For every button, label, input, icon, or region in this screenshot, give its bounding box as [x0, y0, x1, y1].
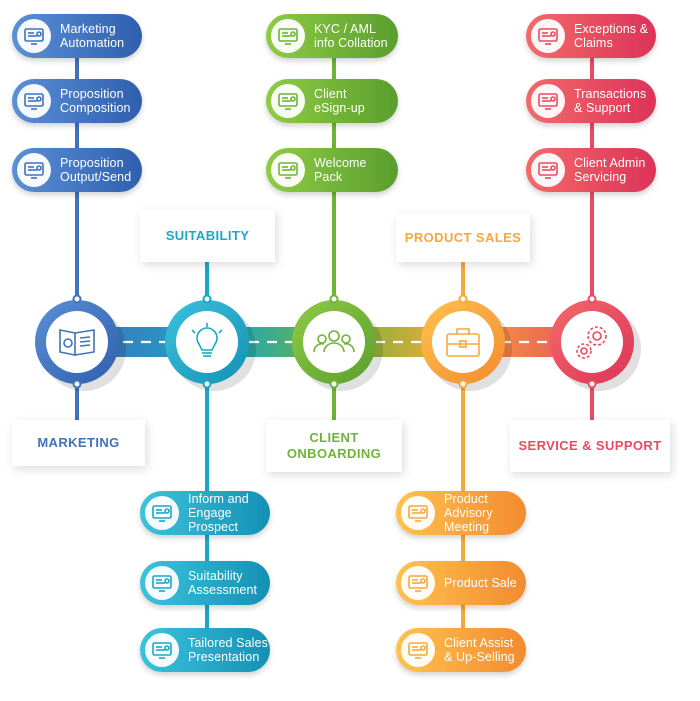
pill-label-line: Marketing [60, 22, 116, 36]
pill-label-line: Automation [60, 36, 125, 50]
pill-product-1: Product Sale [396, 561, 526, 605]
stage-circle-marketing [35, 294, 126, 391]
pill-label-line: Inform and [188, 492, 249, 506]
assist-hand-icon [401, 633, 435, 667]
pill-label-line: Claims [574, 36, 613, 50]
pill-label-line: eSign-up [314, 101, 365, 115]
stage-circle-onboarding [292, 294, 383, 391]
pill-label-line: Transactions [574, 87, 647, 101]
briefcase-icon [446, 328, 480, 357]
heading-service-support: SERVICE & SUPPORT [510, 420, 670, 472]
people-chat-icon [145, 496, 179, 530]
pill-label-line: Engage Prospect [188, 506, 239, 534]
pill-label-line: Output/Send [60, 170, 132, 184]
pill-label-line: Client [314, 87, 347, 101]
stage-circle-service [550, 294, 641, 391]
lightbulb-icon [191, 323, 223, 357]
pill-label-line: Composition [60, 101, 131, 115]
monitor-send-icon [17, 153, 51, 187]
heading-suitability: SUITABILITY [140, 210, 275, 262]
pill-label-line: Exceptions & [574, 22, 649, 36]
user-settings-icon [531, 19, 565, 53]
pill-label-line: Presentation [188, 650, 260, 664]
pill-label: Transactions& Support [574, 87, 646, 115]
pill-label-line: Tailored Sales [188, 636, 268, 650]
shield-sync-icon [531, 84, 565, 118]
checklist-search-icon [145, 566, 179, 600]
pill-label-line: Suitability [188, 569, 243, 583]
pill-label: Product Sale [444, 576, 517, 590]
stage-circle-product [421, 294, 512, 391]
pill-label-line: Proposition [60, 156, 124, 170]
pill-label-line: Client Assist [444, 636, 514, 650]
stage-circle-suitability [165, 294, 256, 391]
id-card-icon [271, 19, 305, 53]
pill-label: Client Assist& Up-Selling [444, 636, 515, 664]
pill-label-line: KYC / AML [314, 22, 377, 36]
user-add-icon [271, 84, 305, 118]
group-icon [313, 330, 355, 353]
pill-label-line: Assessment [188, 583, 258, 597]
pill-label-line: Product Sale [444, 576, 517, 590]
monitor-document-icon [17, 84, 51, 118]
pill-label-line: Welcome [314, 156, 367, 170]
heading-product-sales: PRODUCT SALES [396, 214, 530, 262]
monitor-chart-icon [17, 19, 51, 53]
brochure-icon [59, 329, 95, 356]
handshake-icon [401, 566, 435, 600]
user-group-gear-icon [531, 153, 565, 187]
pill-label-line: Proposition [60, 87, 124, 101]
pill-label-line: Servicing [574, 170, 627, 184]
pill-label-line: Pack [314, 170, 343, 184]
pill-service-1: Transactions& Support [526, 79, 656, 123]
pill-label-line: Client Admin [574, 156, 646, 170]
heading-marketing: MARKETING [12, 420, 145, 466]
pill-label-line: & Support [574, 101, 631, 115]
target-icon [145, 633, 179, 667]
pill-label: Exceptions &Claims [574, 22, 648, 50]
pill-label-line: Meeting [444, 520, 490, 534]
pill-product-2: Client Assist& Up-Selling [396, 628, 526, 672]
pill-label-line: info Collation [314, 36, 388, 50]
pill-label-line: & Up-Selling [444, 650, 515, 664]
gears-icon [576, 326, 607, 359]
pill-label-line: Product Advisory [444, 492, 493, 520]
pill-service-0: Exceptions &Claims [526, 14, 656, 58]
meeting-table-icon [401, 496, 435, 530]
welcome-pack-icon [271, 153, 305, 187]
